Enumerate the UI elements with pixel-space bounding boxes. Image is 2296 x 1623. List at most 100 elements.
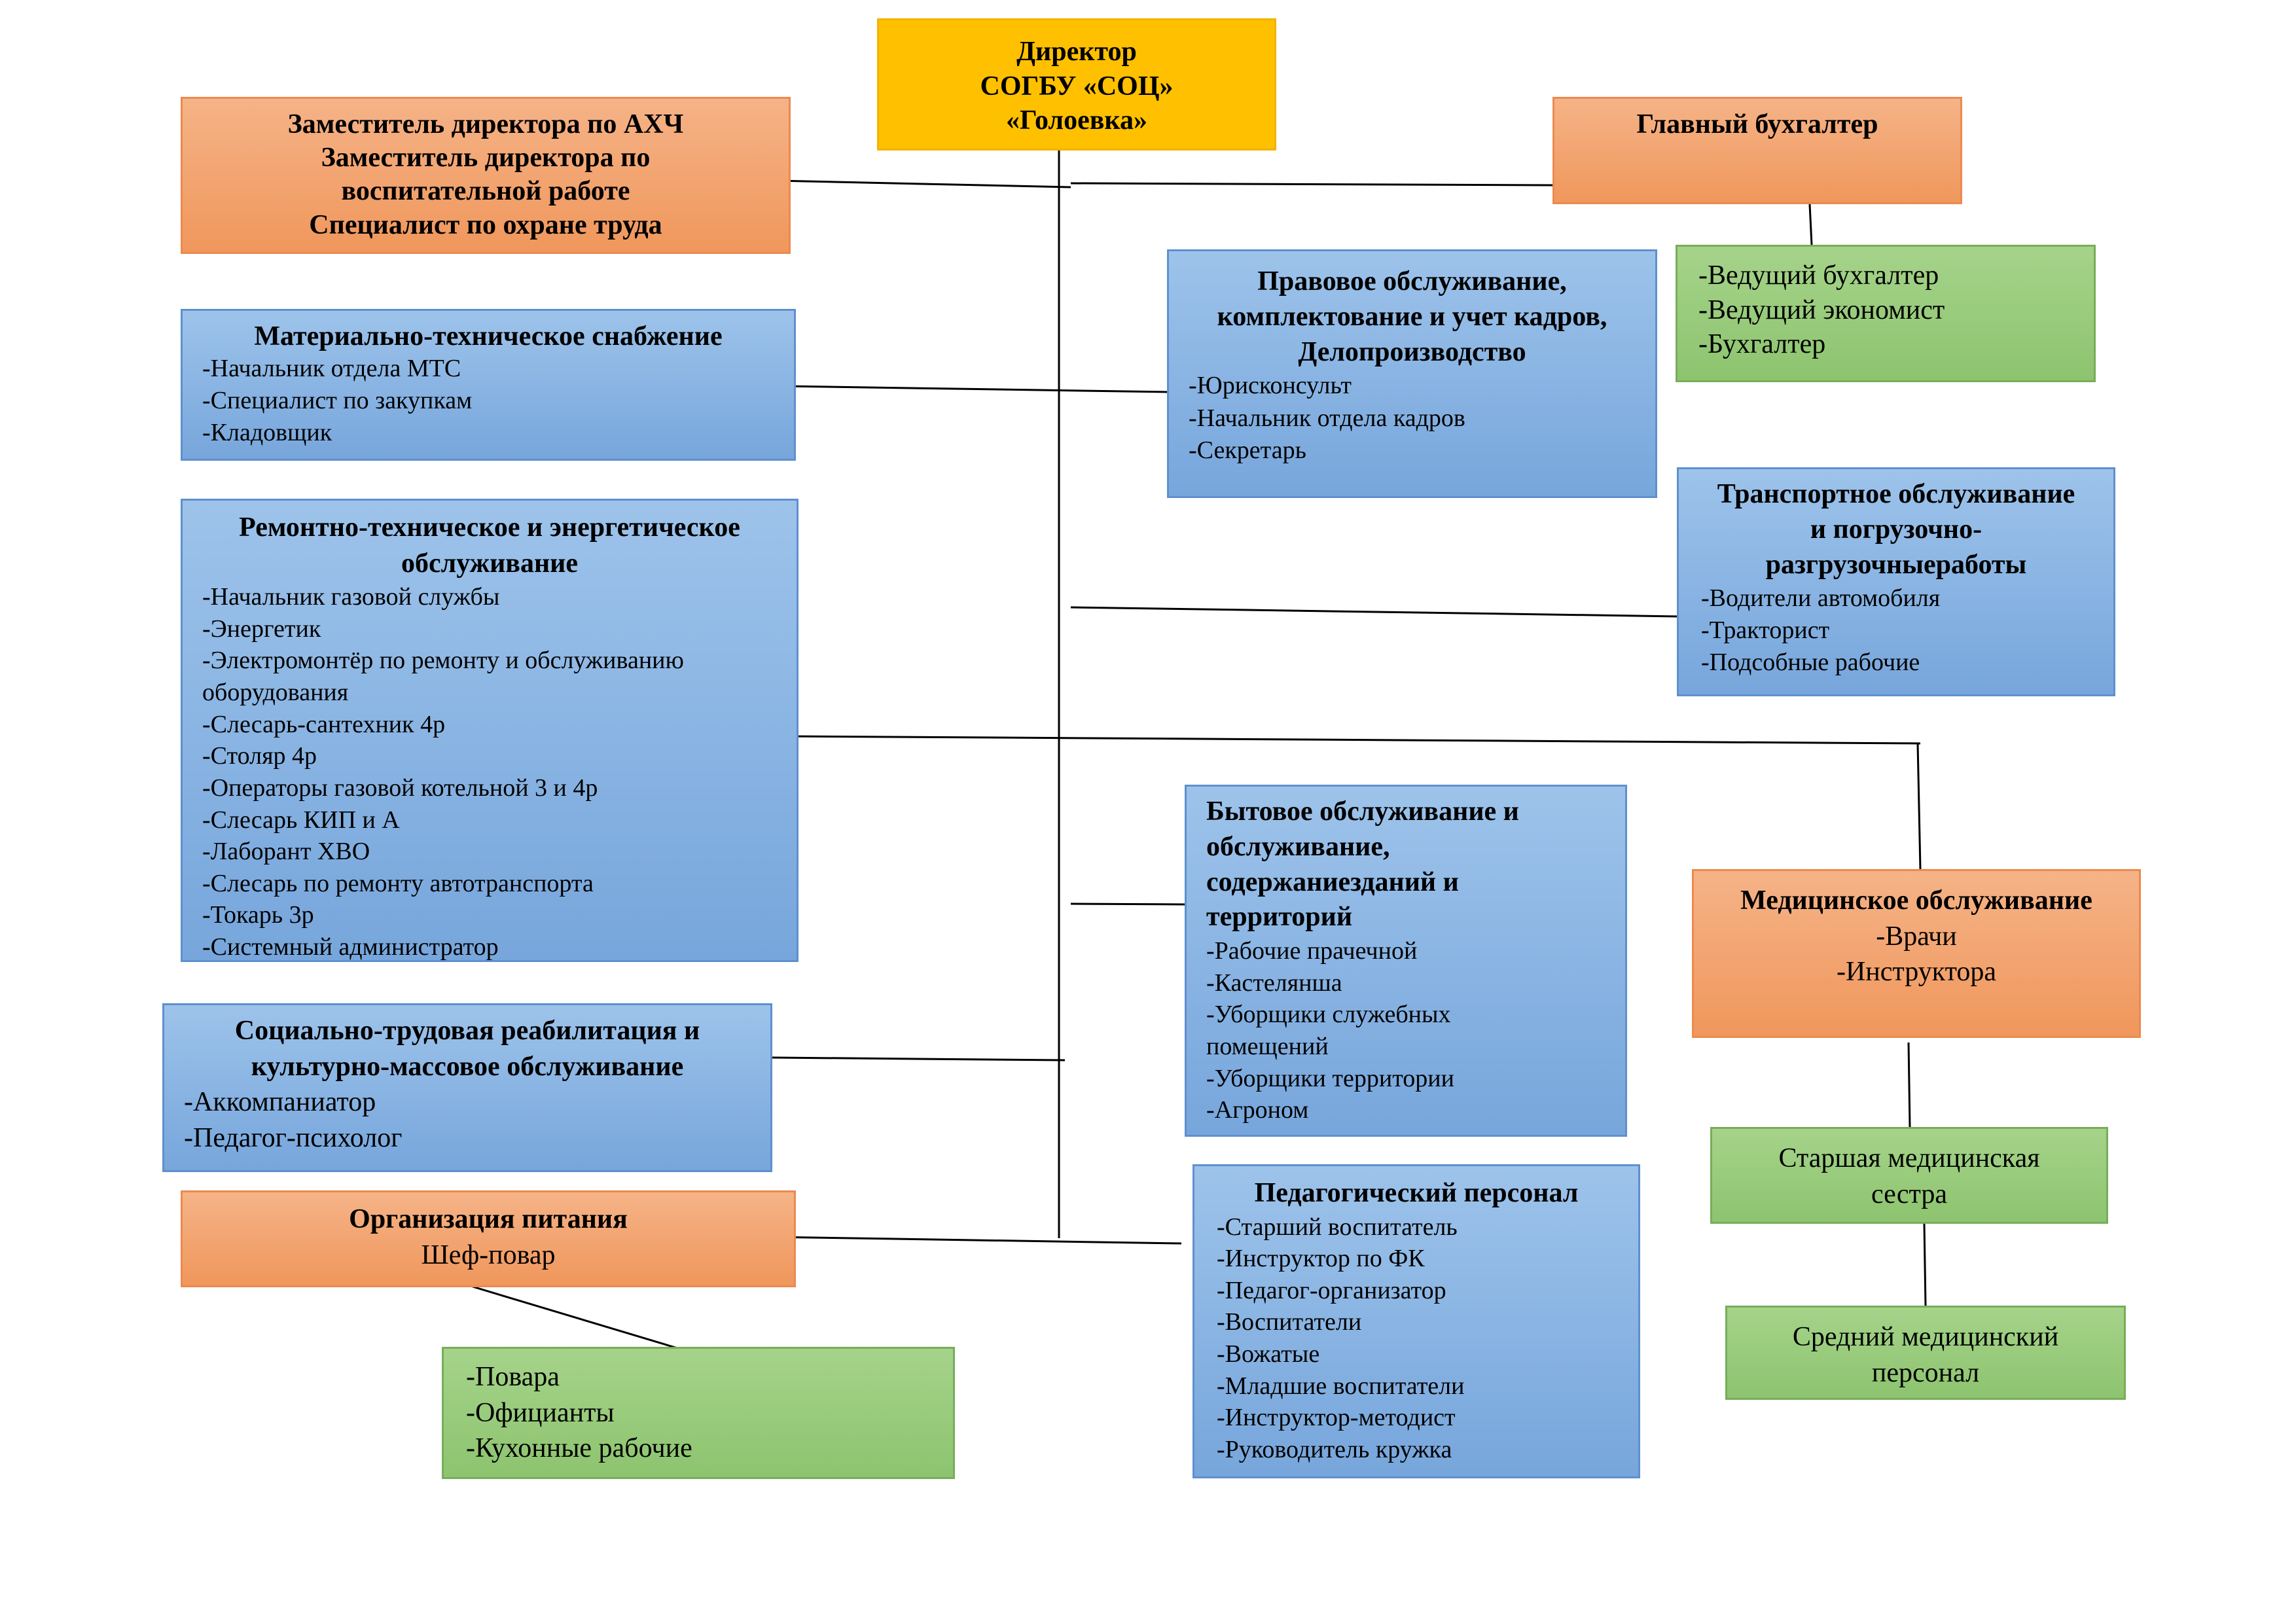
catering-box: Организация питания Шеф-повар <box>181 1190 796 1287</box>
list-item: -Ведущий бухгалтер <box>1698 260 1939 291</box>
social-title-line: Социально-трудовая реабилитация и <box>234 1016 700 1046</box>
mid-medical-line: Средний медицинский <box>1792 1322 2059 1352</box>
list-item: -Кладовщик <box>202 418 332 446</box>
accounting-box: -Ведущий бухгалтер -Ведущий экономист -Б… <box>1676 245 2096 382</box>
list-item: -Секретарь <box>1189 437 1306 465</box>
mid-medical-line: персонал <box>1871 1358 1980 1389</box>
transport-title-line: и погрузочно- <box>1810 514 1982 544</box>
connector-repair-medical <box>785 735 1921 745</box>
connector-transport <box>1070 606 1681 618</box>
deputy-line: Специалист по охране труда <box>309 209 662 240</box>
list-item: -Начальник отдела кадров <box>1189 404 1465 432</box>
list-item: -Бухгалтер <box>1698 329 1826 359</box>
list-item: -Руководитель кружка <box>1217 1435 1452 1463</box>
kitchen-box: -Повара -Официанты -Кухонные рабочие <box>442 1347 955 1479</box>
deputies-box: Заместитель директора по АХЧ Заместитель… <box>181 97 791 254</box>
catering-title: Организация питания <box>349 1204 628 1234</box>
transport-box: Транспортное обслуживание и погрузочно- … <box>1677 467 2115 696</box>
list-item: -Повара <box>466 1362 560 1392</box>
deputy-line: Заместитель директора по <box>321 143 651 173</box>
senior-nurse-box: Старшая медицинская сестра <box>1710 1127 2108 1224</box>
connector-kitchen <box>472 1285 678 1349</box>
list-item: -Слесарь-сантехник 4р <box>202 710 446 738</box>
list-item: -Системный администратор <box>202 933 499 961</box>
list-item: -Водители автомобиля <box>1701 584 1941 613</box>
connector-accounting <box>1808 204 1813 245</box>
list-item: -Электромонтёр по ремонту и обслуживанию <box>202 647 684 675</box>
list-item: -Педагог-психолог <box>184 1122 403 1153</box>
list-item: -Официанты <box>466 1397 615 1428</box>
connector-supply-legal <box>781 385 1169 393</box>
social-title-line: культурно-массовое обслуживание <box>251 1051 684 1082</box>
list-item: -Юрисконсульт <box>1189 372 1352 400</box>
list-item: -Начальник отдела МТС <box>202 355 461 383</box>
connector-deputies <box>775 179 1071 188</box>
list-item: -Энергетик <box>202 615 321 643</box>
list-item: помещений <box>1206 1032 1329 1060</box>
chief-accountant-title: Главный бухгалтер <box>1636 109 1878 139</box>
list-item: -Педагог-организатор <box>1217 1276 1446 1304</box>
connector-mid-medical <box>1923 1223 1927 1306</box>
list-item: -Кастелянша <box>1206 969 1342 997</box>
connector-chief-accountant <box>1070 182 1553 187</box>
legal-title-line: Правовое обслуживание, <box>1257 266 1567 296</box>
list-item: -Младшие воспитатели <box>1217 1372 1465 1400</box>
household-box: Бытовое обслуживание и обслуживание, сод… <box>1185 785 1627 1137</box>
connector-medical-drop <box>1916 743 1922 870</box>
household-title-line: содержаниезданий и <box>1206 866 1459 897</box>
pedagogical-title: Педагогический персонал <box>1254 1178 1579 1208</box>
director-line: Директор <box>1016 37 1137 67</box>
social-box: Социально-трудовая реабилитация и культу… <box>162 1003 772 1172</box>
connector-social <box>772 1056 1066 1061</box>
list-item: -Инструктор-методист <box>1217 1404 1456 1432</box>
list-item: -Аккомпаниатор <box>184 1087 376 1118</box>
director-box: Директор СОГБУ «СОЦ» «Голоевка» <box>877 18 1276 151</box>
list-item: -Слесарь КИП и А <box>202 806 400 834</box>
mid-medical-box: Средний медицинский персонал <box>1725 1306 2126 1400</box>
pedagogical-box: Педагогический персонал -Старший воспита… <box>1193 1164 1640 1478</box>
chief-accountant-box: Главный бухгалтер <box>1552 97 1962 204</box>
list-item: -Старший воспитатель <box>1217 1213 1458 1241</box>
list-item: -Лаборант ХВО <box>202 838 370 866</box>
supply-title: Материально-техническое снабжение <box>254 321 723 351</box>
deputy-line: Заместитель директора по АХЧ <box>287 109 684 139</box>
transport-title-line: Транспортное обслуживание <box>1717 479 2075 509</box>
list-item: -Инструктор по ФК <box>1217 1245 1425 1273</box>
list-item: -Воспитатели <box>1217 1308 1362 1336</box>
deputy-line: воспитательной работе <box>341 176 630 207</box>
list-item: -Уборщики служебных <box>1206 1001 1451 1029</box>
legal-title-line: комплектование и учет кадров, <box>1217 301 1607 332</box>
supply-box: Материально-техническое снабжение -Начал… <box>181 309 796 461</box>
household-title-line: Бытовое обслуживание и <box>1206 796 1519 827</box>
list-item: -Операторы газовой котельной 3 и 4р <box>202 774 598 802</box>
director-line: СОГБУ «СОЦ» <box>980 71 1174 101</box>
list-item: -Слесарь по ремонту автотранспорта <box>202 869 594 897</box>
list-item: оборудования <box>202 679 349 707</box>
list-item: -Специалист по закупкам <box>202 387 473 415</box>
list-item: -Подсобные рабочие <box>1701 648 1920 676</box>
director-line: «Голоевка» <box>1006 105 1147 135</box>
list-item: -Столяр 4р <box>202 742 317 770</box>
legal-box: Правовое обслуживание, комплектование и … <box>1167 249 1657 498</box>
transport-title-line: разгрузочныеработы <box>1765 549 2027 580</box>
repair-title-line: Ремонтно-техническое и энергетическое <box>239 512 740 543</box>
senior-nurse-line: сестра <box>1871 1179 1947 1210</box>
list-item: -Рабочие прачечной <box>1206 937 1418 965</box>
list-item: -Инструктора <box>1836 957 1997 988</box>
list-item: -Ведущий экономист <box>1698 294 1945 325</box>
senior-nurse-line: Старшая медицинская <box>1778 1143 2040 1173</box>
medical-box: Медицинское обслуживание -Врачи -Инструк… <box>1692 869 2141 1038</box>
list-item: -Токарь 3р <box>202 901 314 929</box>
list-item: -Начальник газовой службы <box>202 583 500 611</box>
list-item: -Вожатые <box>1217 1340 1320 1368</box>
list-item: -Уборщики территории <box>1206 1064 1454 1092</box>
list-item: -Врачи <box>1876 921 1957 952</box>
household-title-line: территорий <box>1206 902 1353 933</box>
household-title-line: обслуживание, <box>1206 831 1390 862</box>
connector-catering-pedagogical <box>767 1236 1182 1245</box>
catering-sub: Шеф-повар <box>421 1240 556 1270</box>
repair-title-line: обслуживание <box>401 548 579 579</box>
legal-title-line: Делопроизводство <box>1298 336 1526 367</box>
repair-box: Ремонтно-техническое и энергетическое об… <box>181 499 798 962</box>
